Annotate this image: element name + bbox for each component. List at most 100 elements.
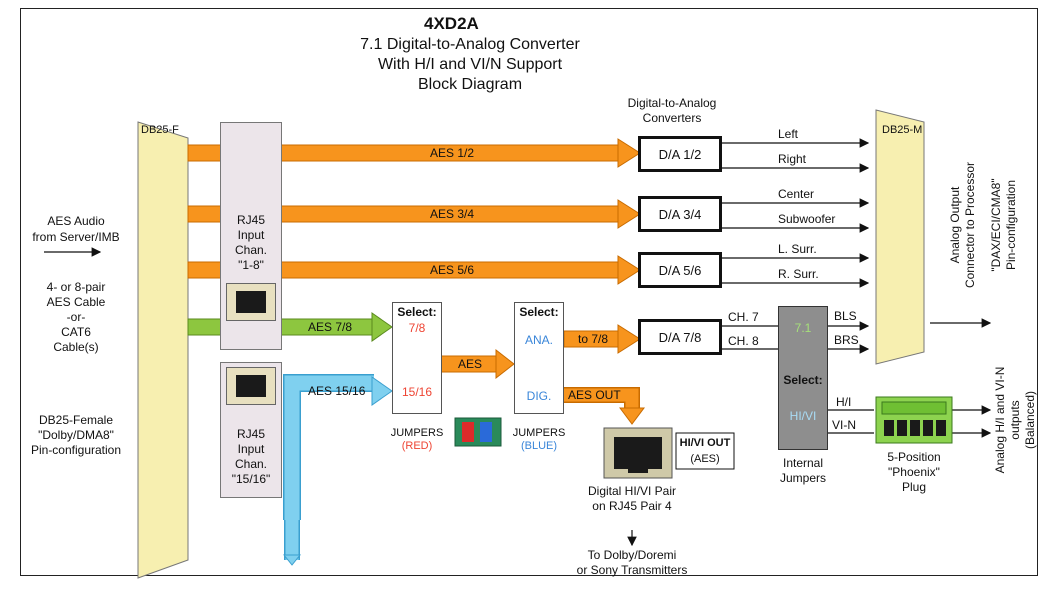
- ij-label-2: Jumpers: [779, 471, 826, 485]
- out-left-label: Left: [778, 127, 799, 141]
- digital-pair-l1: Digital HI/VI Pair: [587, 484, 677, 498]
- aes-56-arrow: [187, 255, 641, 285]
- pin-note-2: "Dolby/DMA8": [38, 428, 114, 442]
- aes-12-label: AES 1/2: [430, 146, 475, 160]
- da-12-box: D/A 1/2: [638, 136, 722, 172]
- dax-note-2: Pin-configuration: [1004, 179, 1018, 271]
- analog-output-note-2: Connector to Processor: [963, 161, 977, 289]
- hivi-out-box: [675, 432, 735, 470]
- jumpers-blue-color: (BLUE): [520, 440, 558, 452]
- jumpers-red-color: (RED): [401, 440, 433, 452]
- pin-note-1: DB25-Female: [38, 413, 114, 427]
- selector-blue-opt1: ANA.: [524, 333, 553, 347]
- jumpers-red-label: JUMPERS: [390, 427, 444, 439]
- jumper-block-image: [454, 417, 502, 447]
- rj45-top-l1: RJ45: [236, 213, 265, 227]
- aes-mid-arrow: [439, 348, 515, 380]
- to-78-arrow: [563, 324, 641, 354]
- ij-label-1: Internal: [782, 456, 824, 470]
- ij-opt2: HI/VI: [789, 409, 817, 423]
- analog-output-note-1: Analog Output: [948, 186, 962, 264]
- selector-blue-opt2: DIG.: [526, 389, 552, 403]
- out-right-label: Right: [778, 152, 807, 166]
- converters-header-1: Digital-to-Analog: [627, 96, 717, 110]
- vin-label: VI-N: [832, 418, 856, 432]
- aes-78-label: AES 7/8: [308, 320, 353, 334]
- selector-red-opt2: 15/16: [401, 385, 433, 399]
- title-line2: 7.1 Digital-to-Analog Converter: [360, 36, 580, 53]
- selector-blue-title: Select:: [519, 305, 559, 319]
- title-line1: 4XD2A: [424, 14, 479, 33]
- rj45-top-l2: Input: [237, 228, 265, 242]
- brs-label: BRS: [834, 333, 859, 347]
- diagram-frame: [20, 8, 1038, 576]
- out-lsurr-label: L. Surr.: [778, 242, 817, 256]
- transmitters-l2: or Sony Transmitters: [576, 563, 688, 577]
- rj45-jack-top-icon: [226, 283, 276, 321]
- ch8-label: CH. 8: [728, 334, 759, 348]
- phoenix-l1: 5-Position: [887, 450, 941, 464]
- rj45-top-l3: Chan.: [234, 243, 268, 257]
- rj45-bottom-l1: RJ45: [236, 427, 265, 441]
- aes-1516-arrow: [282, 374, 393, 566]
- db25-male-connector: [875, 109, 925, 365]
- internal-jumpers-box: 7.1 Select: HI/VI: [778, 306, 828, 450]
- bls-label: BLS: [834, 309, 857, 323]
- ch7-label: CH. 7: [728, 310, 759, 324]
- converters-header-2: Converters: [642, 111, 702, 125]
- aes-56-label: AES 5/6: [430, 263, 475, 277]
- pin-note-3: Pin-configuration: [30, 443, 122, 457]
- rj45-input-box-bottom: RJ45 Input Chan. "15/16": [220, 362, 282, 498]
- hivi-out-l1: HI/VI OUT: [679, 437, 731, 449]
- da-34-box: D/A 3/4: [638, 196, 722, 232]
- cable-note-4: CAT6: [61, 325, 91, 339]
- hivn-note-2: outputs: [1008, 400, 1022, 440]
- phoenix-l3: Plug: [901, 480, 927, 494]
- hivi-out-l2: (AES): [690, 453, 720, 465]
- hi-label: H/I: [836, 395, 852, 409]
- aes-audio-note-2: from Server/IMB: [32, 230, 120, 244]
- rj45-jack-bottom-icon: [226, 367, 276, 405]
- aes-34-arrow: [187, 199, 641, 229]
- aes-12-arrow: [187, 138, 641, 168]
- aes-78-arrow: [187, 312, 393, 342]
- rj45-bottom-l2: Input: [237, 442, 265, 456]
- out-center-label: Center: [778, 187, 815, 201]
- phoenix-l2: "Phoenix": [888, 465, 940, 479]
- rj45-input-box-top: RJ45 Input Chan. "1-8": [220, 122, 282, 350]
- rj45-bottom-l3: Chan.: [234, 457, 268, 471]
- cable-note-5: Cable(s): [53, 340, 99, 354]
- jumpers-blue-label: JUMPERS: [512, 427, 566, 439]
- da-56-box: D/A 5/6: [638, 252, 722, 288]
- aes-out-arrow: [564, 387, 645, 425]
- rj45-top-l4: "1-8": [238, 258, 264, 272]
- aes-audio-note-1: AES Audio: [47, 214, 105, 228]
- cable-note-1: 4- or 8-pair: [46, 280, 106, 294]
- aes-1516-label: AES 15/16: [308, 384, 366, 398]
- db25m-label: DB25-M: [882, 124, 923, 136]
- cable-note-2: AES Cable: [46, 295, 106, 309]
- out-sub-label: Subwoofer: [778, 212, 836, 226]
- da-78-box: D/A 7/8: [638, 319, 722, 355]
- rj45-bottom-l4: "15/16": [231, 472, 271, 486]
- ij-select: Select:: [783, 373, 823, 387]
- aes-out-label: AES OUT: [568, 388, 621, 402]
- selector-red-opt1: 7/8: [408, 321, 426, 335]
- aes-34-label: AES 3/4: [430, 207, 475, 221]
- aes-mid-label: AES: [458, 357, 483, 371]
- db25-female-connector: [137, 121, 189, 579]
- dax-note-1: "DAX/ECI/CMA8": [989, 178, 1003, 272]
- to-78-label: to 7/8: [578, 332, 609, 346]
- title-line4: Block Diagram: [417, 76, 523, 93]
- ij-opt1: 7.1: [794, 321, 812, 335]
- phoenix-plug: [875, 396, 953, 444]
- selector-blue-box: Select: ANA. DIG.: [514, 302, 564, 414]
- hivn-note-3: (Balanced): [1023, 390, 1037, 450]
- db25f-label: DB25-F: [141, 124, 179, 136]
- selector-red-box: Select: 7/8 15/16: [392, 302, 442, 414]
- hivi-rj45-jack: [603, 427, 673, 479]
- digital-pair-l2: on RJ45 Pair 4: [592, 499, 672, 513]
- out-rsurr-label: R. Surr.: [778, 267, 819, 281]
- hivn-note-1: Analog H/I and VI-N: [993, 366, 1007, 474]
